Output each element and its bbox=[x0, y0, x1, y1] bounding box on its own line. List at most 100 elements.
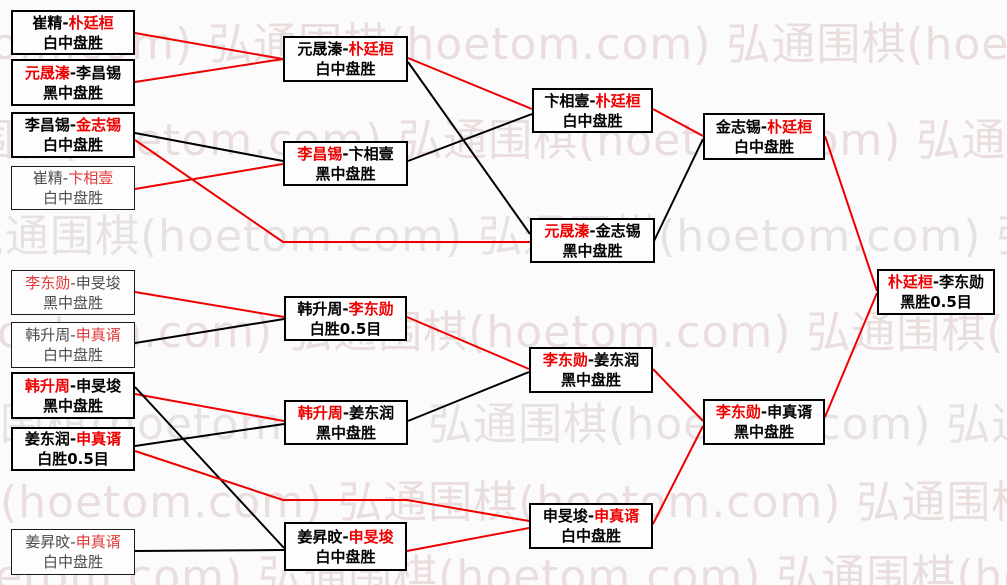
match-box-13: 姜昇旼-申旻埈白中盘胜 bbox=[284, 522, 407, 571]
match-result: 白中盘胜 bbox=[42, 346, 103, 364]
match-players: 崔精-朴廷桓 bbox=[13, 13, 133, 33]
match-players: 韩升周-申真谞 bbox=[12, 325, 134, 345]
player-name: 朴廷桓 bbox=[348, 40, 394, 58]
loser-path-line bbox=[407, 61, 531, 235]
player-name: 卞相壹 bbox=[348, 144, 394, 163]
player-name: 卞相壹 bbox=[68, 169, 114, 187]
vs-dash: - bbox=[69, 376, 77, 395]
vs-dash: - bbox=[589, 91, 596, 110]
loser-path-line bbox=[653, 138, 704, 242]
match-players: 李昌锡-金志锡 bbox=[13, 115, 133, 135]
match-box-9: 元晟溱-朴廷桓白中盘胜 bbox=[283, 36, 408, 82]
winner-path-line bbox=[652, 108, 704, 137]
watermark-text: 弘通围棋(hoetom.com) 弘通围棋(hoetom.com) 弘通围棋(h… bbox=[0, 477, 1007, 528]
match-box-0: 崔精-朴廷桓白中盘胜 bbox=[11, 10, 135, 55]
match-box-14: 卞相壹-朴廷桓白中盘胜 bbox=[532, 88, 653, 133]
match-players: 李昌锡-卞相壹 bbox=[285, 144, 406, 164]
match-box-10: 李昌锡-卞相壹黑中盘胜 bbox=[283, 141, 408, 186]
player-name: 李昌锡 bbox=[297, 144, 343, 163]
player-name: 韩升周 bbox=[297, 403, 343, 422]
match-box-3: 崔精-卞相壹白中盘胜 bbox=[11, 166, 135, 210]
winner-path-line bbox=[134, 450, 530, 522]
winner-path-line bbox=[406, 316, 530, 370]
player-name: 李东勋 bbox=[348, 299, 394, 318]
winner-path-line bbox=[134, 32, 284, 60]
match-box-2: 李昌锡-金志锡白中盘胜 bbox=[11, 112, 135, 158]
match-box-6: 韩升周-申旻埈黑中盘胜 bbox=[11, 372, 135, 419]
player-name: 李东勋 bbox=[715, 403, 761, 421]
match-players: 申旻埈-申真谞 bbox=[531, 506, 651, 526]
loser-path-line bbox=[134, 318, 285, 344]
player-name: 元晟溱 bbox=[544, 221, 590, 240]
match-players: 元晟溱-朴廷桓 bbox=[285, 39, 406, 59]
player-name: 卞相壹 bbox=[544, 91, 590, 110]
vs-dash: - bbox=[62, 13, 69, 32]
loser-path-line bbox=[134, 132, 284, 162]
player-name: 申真谞 bbox=[594, 507, 640, 525]
match-result: 白中盘胜 bbox=[42, 553, 103, 571]
watermark-text: 弘通围棋(hoetom.com) 弘通围棋(hoetom.com) 弘通围棋(h… bbox=[0, 19, 1007, 70]
player-name: 韩升周 bbox=[25, 326, 71, 344]
player-name: 崔精 bbox=[32, 169, 63, 187]
match-result: 黑中盘胜 bbox=[42, 396, 103, 415]
match-players: 卞相壹-朴廷桓 bbox=[534, 91, 651, 111]
match-result: 白中盘胜 bbox=[42, 33, 103, 52]
player-name: 韩升周 bbox=[297, 299, 343, 318]
match-box-16: 李东勋-姜东润黑中盘胜 bbox=[529, 347, 653, 393]
vs-dash: - bbox=[70, 533, 76, 551]
vs-dash: - bbox=[70, 326, 76, 344]
loser-path-line bbox=[407, 371, 530, 422]
winner-path-line bbox=[824, 135, 878, 292]
player-name: 申真谞 bbox=[76, 430, 122, 448]
match-box-18: 金志锡-朴廷桓白中盘胜 bbox=[703, 113, 825, 160]
winner-path-line bbox=[407, 57, 533, 110]
player-name: 元晟溱 bbox=[24, 63, 70, 82]
winner-path-line bbox=[406, 527, 530, 552]
watermark-text: 弘通围棋(hoetom.com) 弘通围棋(hoetom.com) 弘通围棋(h… bbox=[0, 211, 1007, 262]
vs-dash: - bbox=[62, 169, 69, 187]
match-box-8: 姜昇旼-申真谞白中盘胜 bbox=[11, 529, 135, 575]
player-name: 申真谞 bbox=[767, 403, 813, 421]
match-players: 李东勋-姜东润 bbox=[531, 350, 651, 370]
winner-path-line bbox=[134, 291, 285, 318]
match-box-12: 韩升周-姜东润黑中盘胜 bbox=[284, 400, 408, 445]
winner-path-line bbox=[824, 292, 878, 418]
match-box-15: 元晟溱-金志锡黑中盘胜 bbox=[530, 218, 655, 263]
loser-path-line bbox=[134, 423, 285, 447]
watermark-text: 弘通围棋(hoetom.com) 弘通围棋(hoetom.com) 弘通围棋(h… bbox=[0, 307, 1007, 358]
vs-dash: - bbox=[69, 116, 77, 134]
match-players: 崔精-卞相壹 bbox=[12, 168, 134, 188]
loser-path-line bbox=[407, 113, 533, 162]
player-name: 金志锡 bbox=[595, 221, 641, 240]
watermark-text: 弘通围棋(hoetom.com) 弘通围棋(hoetom.com) 弘通围棋(h… bbox=[0, 115, 1007, 166]
winner-path-line bbox=[134, 139, 530, 243]
player-name: 申旻埈 bbox=[542, 507, 588, 525]
vs-dash: - bbox=[587, 351, 595, 369]
match-players: 金志锡-朴廷桓 bbox=[705, 117, 823, 137]
player-name: 申旻埈 bbox=[348, 527, 394, 546]
loser-path-line bbox=[134, 386, 285, 549]
match-result: 白中盘胜 bbox=[562, 111, 623, 130]
match-result: 白中盘胜 bbox=[560, 527, 621, 545]
player-name: 姜昇旼 bbox=[297, 527, 343, 546]
match-box-11: 韩升周-李东勋白胜0.5目 bbox=[284, 296, 407, 341]
match-result: 黑中盘胜 bbox=[733, 423, 794, 441]
match-players: 朴廷桓-李东勋 bbox=[879, 272, 993, 292]
vs-dash: - bbox=[587, 507, 595, 525]
loser-path-line bbox=[134, 549, 285, 552]
match-players: 李东勋-申真谞 bbox=[705, 402, 823, 422]
player-name: 李昌锡 bbox=[76, 63, 122, 82]
vs-dash: - bbox=[342, 144, 349, 163]
vs-dash: - bbox=[342, 403, 350, 422]
match-result: 白胜0.5目 bbox=[309, 319, 382, 338]
winner-path-line bbox=[652, 425, 704, 525]
match-box-5: 韩升周-申真谞白中盘胜 bbox=[11, 322, 135, 368]
match-box-4: 李东勋-申旻埈黑中盘胜 bbox=[11, 270, 135, 315]
match-result: 白胜0.5目 bbox=[37, 450, 109, 468]
vs-dash: - bbox=[760, 117, 768, 136]
match-result: 黑中盘胜 bbox=[560, 371, 621, 389]
player-name: 李昌锡 bbox=[24, 116, 70, 134]
player-name: 金志锡 bbox=[715, 117, 761, 136]
vs-dash: - bbox=[932, 273, 940, 291]
player-name: 申真谞 bbox=[75, 533, 121, 551]
